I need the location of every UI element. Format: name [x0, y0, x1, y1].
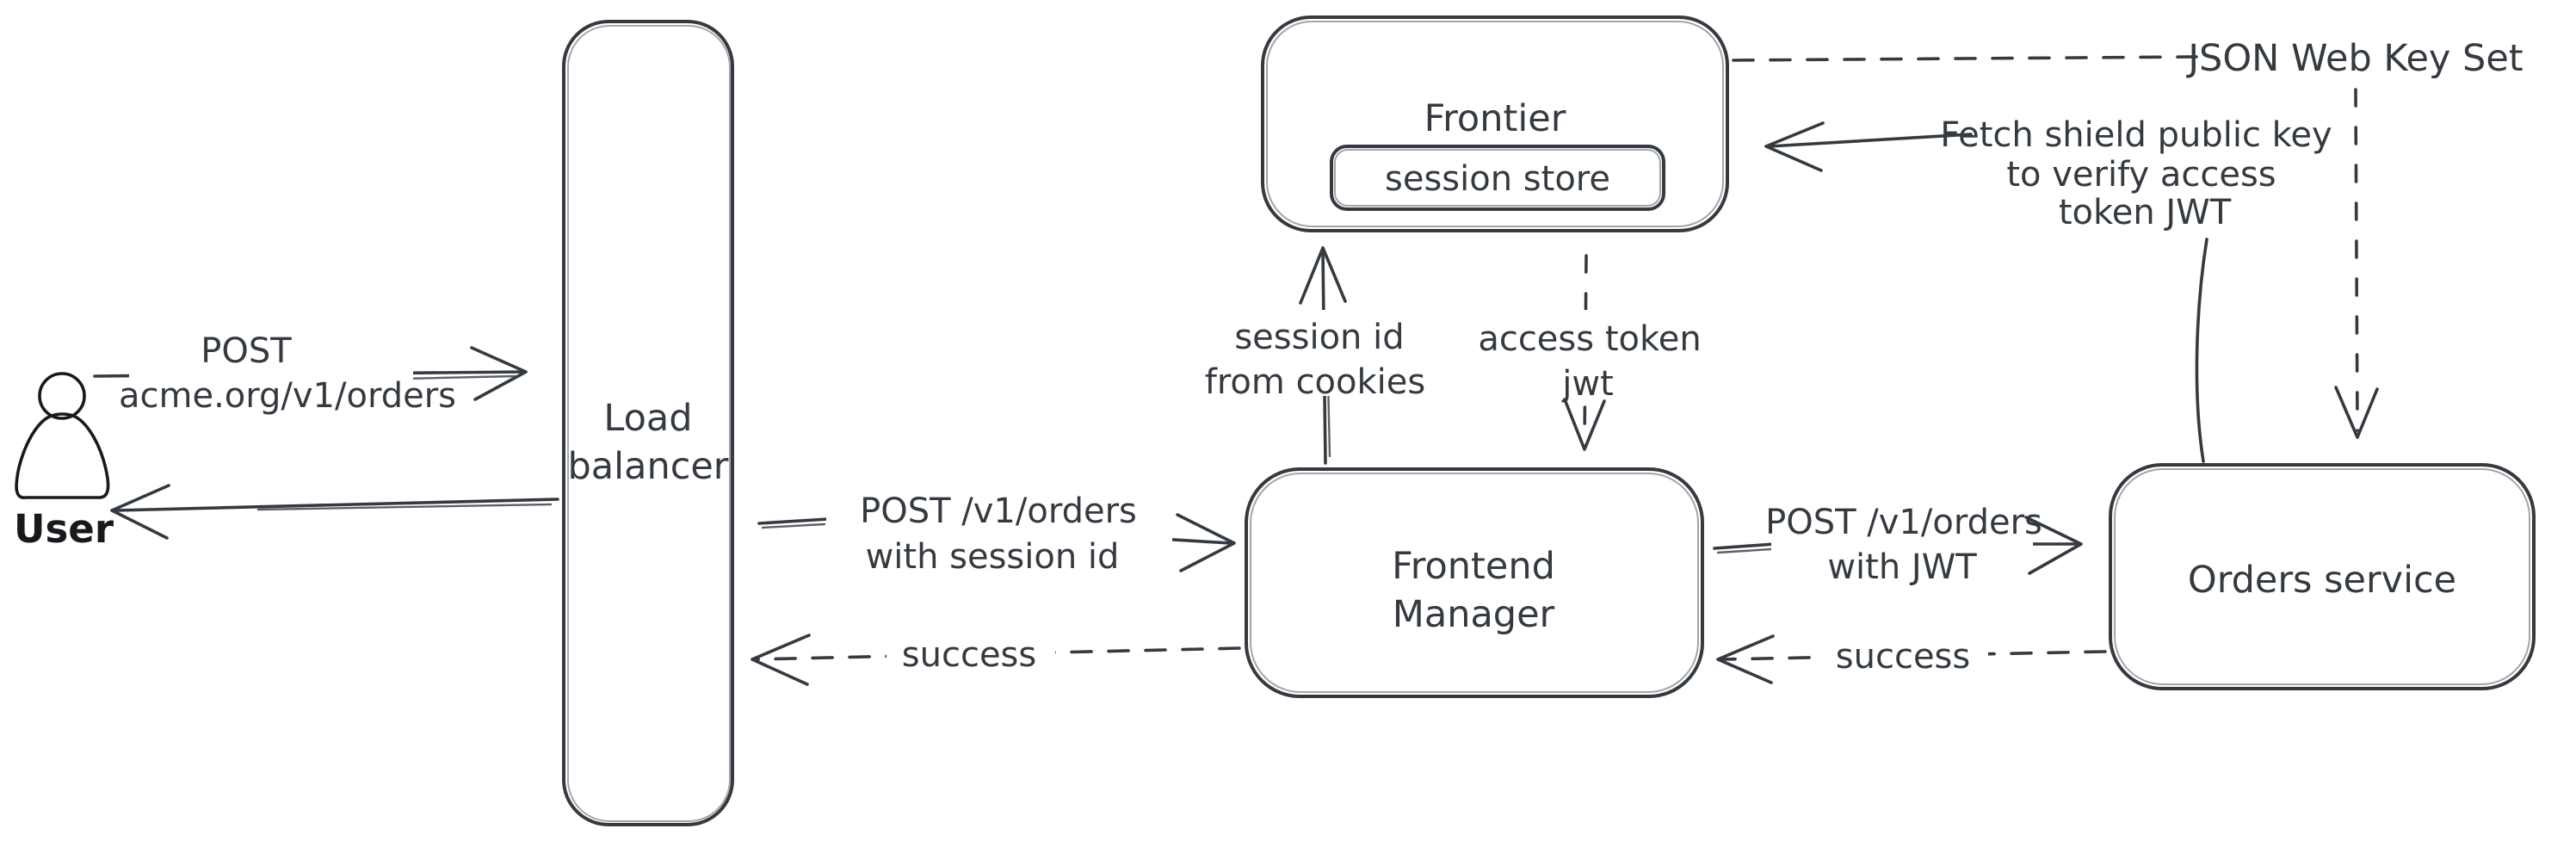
edge-fm-to-orders-stub	[1713, 542, 1776, 550]
session-store-box	[1330, 145, 1665, 211]
edge-user-to-lb-label-bg	[129, 332, 413, 414]
load-balancer-label-2: balancer	[568, 445, 729, 488]
edge-lb-to-fm-arrowhead	[1176, 513, 1236, 572]
edge-frontier-to-fm-label-2: jwt	[1561, 364, 1614, 404]
edge-lb-to-user-line	[114, 498, 559, 512]
load-balancer-box-sketch	[567, 25, 731, 822]
edge-lb-to-user-doubling	[256, 503, 553, 511]
frontend-manager-label-2: Manager	[1393, 593, 1555, 636]
edge-frontier-to-jwks-line	[1732, 55, 2198, 62]
orders-service-node: Orders service	[2109, 463, 2536, 690]
edge-lb-to-fm-stub	[757, 517, 830, 525]
edge-user-to-lb-arrowhead	[470, 346, 528, 401]
edge-fm-to-frontier-label-2: from cookies	[1205, 362, 1425, 402]
frontier-node: Frontier session store	[1261, 15, 1729, 232]
edge-lb-to-fm: POST /v1/orders with session id	[757, 482, 1236, 577]
edge-fm-to-orders-label-2: with JWT	[1827, 547, 1977, 587]
frontier-box-sketch	[1266, 21, 1724, 227]
load-balancer-box	[562, 20, 734, 826]
user-body-icon	[15, 412, 110, 499]
load-balancer-label-1: Load	[603, 397, 692, 440]
orders-service-box	[2109, 463, 2536, 690]
edge-jwks-to-orders-arrowhead	[2334, 386, 2379, 439]
edge-fm-to-frontier-arrowhead	[1299, 246, 1347, 305]
edge-fm-to-frontier-label-1: session id	[1234, 318, 1404, 357]
jwks-annotation: JSON Web Key Set	[1732, 37, 2523, 439]
edge-user-to-lb: POST acme.org/v1/orders	[93, 331, 528, 416]
orders-service-box-sketch	[2114, 468, 2530, 685]
edge-orders-to-fm: success	[1716, 627, 2107, 684]
edge-lb-to-user	[110, 484, 559, 540]
edge-fm-to-lb-label: success	[902, 635, 1036, 675]
edge-fm-to-orders-doubling	[1716, 547, 1773, 554]
edge-fm-to-frontier: session id from cookies	[1190, 246, 1450, 465]
edge-fm-to-lb-arrowhead	[751, 634, 811, 686]
edge-lb-to-fm-label-bg	[826, 482, 1172, 573]
orders-service-label: Orders service	[2188, 559, 2456, 602]
edge-frontier-to-fm-line	[1583, 254, 1588, 446]
edge-user-to-lb-label-1: POST	[201, 331, 292, 371]
frontend-manager-label-1: Frontend	[1392, 545, 1555, 588]
edge-orders-to-frontier: Fetch shield public key to verify access…	[1764, 115, 2332, 463]
jwks-label: JSON Web Key Set	[2185, 37, 2523, 80]
edge-orders-to-frontier-label-3: token JWT	[2059, 193, 2232, 232]
edge-lb-to-fm-label-1: POST /v1/orders	[860, 492, 1137, 531]
session-store-label: session store	[1385, 159, 1610, 199]
edge-user-to-lb-label-2: acme.org/v1/orders	[119, 376, 456, 416]
session-store-box-sketch	[1334, 149, 1661, 207]
edge-orders-to-frontier-riser	[2195, 238, 2208, 463]
edge-orders-to-frontier-arrowhead	[1764, 121, 1825, 172]
edge-fm-to-orders-arrowhead	[2024, 516, 2083, 575]
edge-user-to-lb-doubling	[403, 374, 516, 380]
edge-fm-to-orders-label-1: POST /v1/orders	[1765, 503, 2042, 542]
edge-frontier-to-fm-arrowhead	[1563, 398, 1606, 451]
edge-frontier-to-fm-label-1: access token	[1478, 319, 1701, 359]
edge-orders-to-frontier-line	[1768, 133, 1973, 148]
edge-fm-to-lb-label-bg	[886, 625, 1055, 675]
edge-orders-to-fm-label: success	[1836, 637, 1970, 677]
edge-orders-to-fm-arrowhead	[1716, 634, 1775, 684]
edge-frontier-to-fm: access token jwt	[1455, 254, 1723, 451]
user-label: User	[14, 506, 114, 552]
frontend-manager-box-sketch	[1250, 473, 1699, 693]
user-head-icon	[38, 372, 86, 420]
edge-orders-to-frontier-label-1: Fetch shield public key	[1940, 115, 2332, 155]
edge-orders-to-frontier-label-2: to verify access	[2006, 155, 2276, 195]
edge-frontier-to-fm-label-bg	[1455, 310, 1723, 396]
edge-orders-to-fm-label-bg	[1818, 627, 1988, 677]
user-actor: User	[14, 372, 114, 552]
edge-fm-to-lb: success	[751, 625, 1241, 686]
frontier-label: Frontier	[1424, 97, 1566, 140]
edge-lb-to-fm-doubling	[761, 522, 826, 529]
edge-fm-to-orders-label-bg	[1771, 495, 2033, 574]
load-balancer-node: Load balancer	[562, 20, 734, 826]
edge-fm-to-orders: POST /v1/orders with JWT	[1713, 495, 2083, 587]
frontend-manager-box	[1245, 467, 1704, 698]
edge-lb-to-fm-label-2: with session id	[866, 537, 1120, 577]
edge-jwks-to-orders-line	[2354, 88, 2359, 432]
edge-fm-to-frontier-label-bg	[1190, 310, 1450, 396]
edge-lb-to-user-arrowhead	[110, 484, 170, 540]
frontend-manager-node: Frontend Manager	[1245, 467, 1704, 698]
